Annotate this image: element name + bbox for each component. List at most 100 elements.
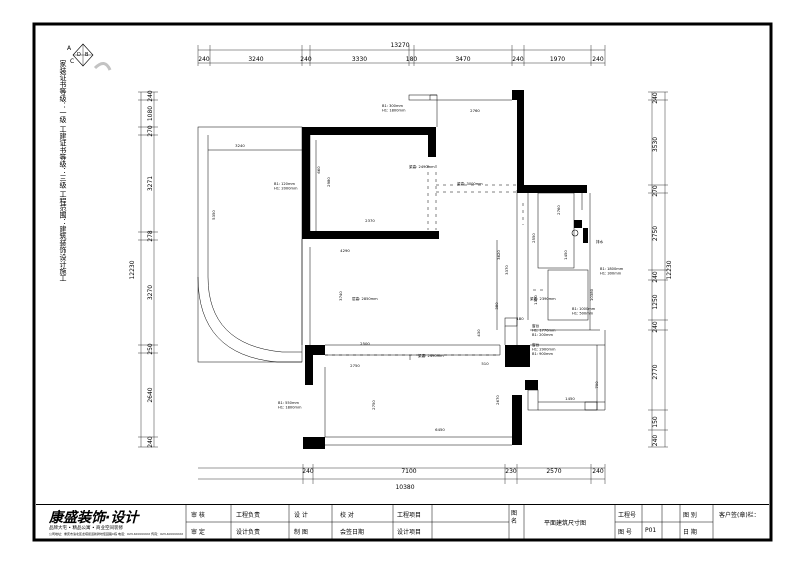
dimension-label: 240 xyxy=(512,56,524,63)
interior-dimension: 6450 xyxy=(435,427,445,432)
bottom-total-dimension: 10380 xyxy=(395,484,414,491)
logo-letter: B xyxy=(85,52,89,58)
date-label: 日 期 xyxy=(683,529,697,536)
interior-dimension: 510 xyxy=(481,361,489,366)
company-address: 公司地址：重庆市渝北区龙塔街道新牌坊佳园路C栋 电话：023-6XXXXXXX … xyxy=(49,532,184,536)
dimension-label: 240 xyxy=(198,56,210,63)
title-grid xyxy=(185,505,714,539)
review-label: 审 核 xyxy=(191,512,205,519)
interior-dimension: 2370 xyxy=(365,218,375,223)
interior-dimension: 2750 xyxy=(371,400,376,410)
dimension-label: 270 xyxy=(147,125,154,137)
dimension-label: 240 xyxy=(592,468,604,475)
dimension-label: 1080 xyxy=(147,106,154,121)
dimension-label: 2770 xyxy=(652,364,659,379)
dimension-label: 240 xyxy=(300,56,312,63)
interior-dimension: 1450 xyxy=(565,396,575,401)
dimension-label: 230 xyxy=(505,468,517,475)
dimension-lines xyxy=(138,45,668,484)
drafting-label: 制 图 xyxy=(294,529,308,536)
design-item-label: 设计项目 xyxy=(397,529,422,536)
ceiling-label-a: 梁高: 2490mm xyxy=(409,164,435,169)
project-no-label: 工程号 xyxy=(618,512,637,519)
ceiling-label-d: 梁高: 2490mm xyxy=(418,353,444,358)
beam-lines xyxy=(325,165,545,356)
seal-date-label: 会签日期 xyxy=(340,529,365,536)
interior-dimension: 3240 xyxy=(235,143,245,148)
interior-dimension: 2550 xyxy=(531,233,536,243)
dimension-label: 3530 xyxy=(652,137,659,152)
dimension-label: 240 xyxy=(652,435,659,447)
dimension-label: 3330 xyxy=(352,56,367,63)
left-total-dimension: 12230 xyxy=(129,260,136,279)
project-name-label: 工程项目 xyxy=(397,512,422,519)
dimension-label: 240 xyxy=(302,468,314,475)
logo-letter: C xyxy=(70,58,74,65)
walls xyxy=(302,90,587,449)
dimension-label: 180 xyxy=(406,56,418,63)
dimension-label: 150 xyxy=(652,416,659,428)
interior-dimension: 2500 xyxy=(360,341,370,346)
interior-dimension: 2980 xyxy=(326,177,331,187)
side-note: 家装证书等级：一级 工建证书等级：三级 工程范围：建筑装饰设计施工 xyxy=(59,60,67,282)
drain-icon xyxy=(571,228,588,243)
ceiling-label-b: 梁高: 3000mm xyxy=(457,181,483,186)
interior-dimension: 700 xyxy=(594,381,599,389)
dimension-label: 240 xyxy=(652,321,659,333)
title-block: 康盛装饰·设计 品牌大宅 • 精品公寓 • 商业空间装修 公司地址：重庆市渝北区… xyxy=(36,504,769,539)
interior-dimension: 5350 xyxy=(211,210,216,220)
dimension-label: 1250 xyxy=(652,294,659,309)
interior-dimension: 2670 xyxy=(495,395,500,405)
dimension-label: 7100 xyxy=(401,468,416,475)
check-label: 校 对 xyxy=(340,512,354,519)
ceiling-label-c: 层高: 2850mm xyxy=(352,296,378,301)
company-subtitle: 品牌大宅 • 精品公寓 • 商业空间装修 xyxy=(49,526,124,531)
interior-dimension: 4290 xyxy=(340,248,350,253)
interior-dimension: 660 xyxy=(316,166,321,174)
dimension-label: 2570 xyxy=(546,468,561,475)
interior-dimension: 3370 xyxy=(504,265,509,275)
ceiling-label-e: 梁高: 2390mm xyxy=(530,296,556,301)
dimension-label: 240 xyxy=(147,436,154,448)
dimension-label: 2750 xyxy=(652,226,659,241)
interior-dimension: 380 xyxy=(494,302,499,310)
interior-dimension: 180 xyxy=(516,316,524,321)
project-manager-label: 工程负责 xyxy=(236,512,261,519)
dimension-label: 3270 xyxy=(147,285,154,300)
interior-dimension: 430 xyxy=(476,329,481,337)
logo-letter: D xyxy=(77,52,81,58)
dimension-label: 3240 xyxy=(248,56,263,63)
interior-dimension: 3740 xyxy=(338,291,343,301)
design-manager-label: 设计负责 xyxy=(236,529,261,536)
dimension-label: 240 xyxy=(652,92,659,104)
right-total-dimension: 12230 xyxy=(666,260,673,279)
interior-dimension: 1450 xyxy=(563,250,568,260)
dimension-label: 240 xyxy=(652,271,659,283)
category-label: 图 别 xyxy=(683,512,697,519)
interior-dimension: 1370 xyxy=(533,295,538,305)
approve-label: 审 定 xyxy=(191,529,205,536)
top-total-dimension: 13270 xyxy=(390,42,409,49)
client-sign-label: 客户签(章)栏： xyxy=(719,512,760,519)
dimension-label: 250 xyxy=(147,343,154,355)
dimension-label: 3470 xyxy=(455,56,470,63)
drawing-no: P01 xyxy=(645,527,657,534)
design-label: 设 计 xyxy=(294,512,308,519)
dimension-label: 1970 xyxy=(550,56,565,63)
interior-dimension: 2760 xyxy=(556,205,561,215)
dimension-label: 240 xyxy=(592,56,604,63)
dimension-label: 2640 xyxy=(147,387,154,402)
drawing-name: 平面建筑尺寸图 xyxy=(544,520,587,527)
sheet-border xyxy=(32,22,773,542)
drawing-name-label: 图 名 xyxy=(511,510,518,525)
drain-label: 排水 xyxy=(596,239,604,244)
interior-dimension: 3620 xyxy=(496,250,501,260)
interior-dimension: 10380 xyxy=(589,288,594,301)
